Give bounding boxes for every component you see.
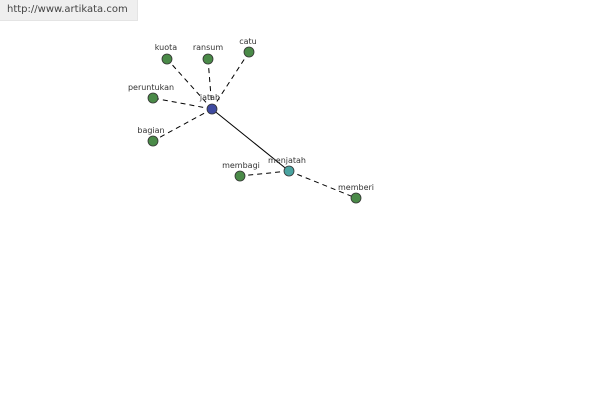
- edge-jatah-menjatah: [211, 108, 290, 172]
- node-label-kuota[interactable]: kuota: [155, 43, 177, 52]
- node-label-memberi[interactable]: memberi: [338, 183, 374, 192]
- node-membagi[interactable]: [234, 170, 246, 182]
- node-layer: [147, 46, 362, 204]
- node-bagian[interactable]: [147, 135, 159, 147]
- node-label-menjatah[interactable]: menjatah: [268, 156, 306, 165]
- source-url-banner[interactable]: http://www.artikata.com: [0, 0, 138, 21]
- node-label-membagi[interactable]: membagi: [222, 161, 260, 170]
- node-label-ransum[interactable]: ransum: [193, 43, 224, 52]
- node-peruntukan[interactable]: [147, 92, 159, 104]
- edge-jatah-peruntukan: [152, 97, 213, 110]
- edge-jatah-bagian: [152, 108, 213, 142]
- node-label-jatah[interactable]: jatah: [199, 93, 220, 102]
- node-memberi[interactable]: [350, 192, 362, 204]
- label-layer: jatah kuota ransum catu peruntukan bagian menj…: [128, 37, 374, 192]
- node-kuota[interactable]: [161, 53, 173, 65]
- node-menjatah[interactable]: [283, 165, 295, 177]
- edge-menjatah-memberi: [288, 170, 357, 199]
- edge-jatah-catu: [211, 51, 250, 110]
- node-catu[interactable]: [243, 46, 255, 58]
- edge-layer: [152, 51, 357, 199]
- node-label-catu[interactable]: catu: [239, 37, 257, 46]
- node-label-peruntukan[interactable]: peruntukan: [128, 83, 174, 92]
- edge-menjatah-membagi: [239, 170, 290, 177]
- node-label-bagian[interactable]: bagian: [137, 126, 164, 135]
- node-jatah[interactable]: [206, 103, 218, 115]
- edge-jatah-kuota: [166, 58, 213, 110]
- node-ransum[interactable]: [202, 53, 214, 65]
